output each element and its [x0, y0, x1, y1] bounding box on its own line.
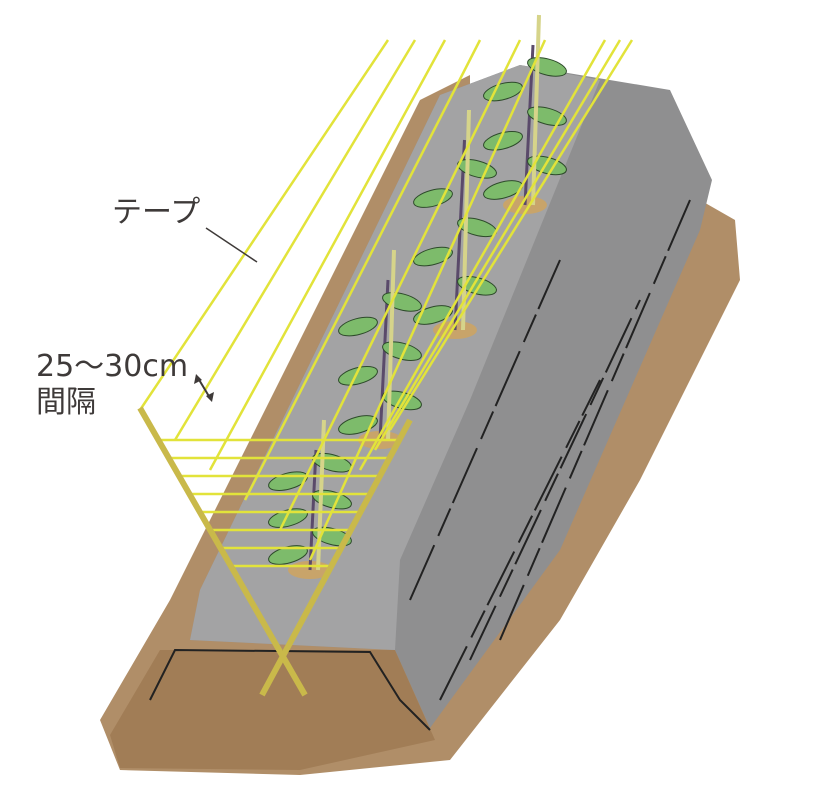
spacing-arrow-icon [194, 374, 214, 402]
leaf [338, 365, 378, 386]
spacing-word-label: 間隔 [36, 385, 96, 420]
tape-line [358, 39, 607, 471]
support-pole [531, 14, 541, 206]
support-pole [386, 249, 396, 441]
tape-line [208, 39, 447, 471]
leaf [413, 188, 453, 208]
leaf [338, 316, 378, 337]
tape-line [278, 39, 522, 531]
plant-stem [308, 449, 318, 571]
tape-line [388, 39, 634, 431]
leaf [413, 246, 453, 267]
tape-label: テープ [112, 195, 201, 230]
tape-line [373, 39, 622, 451]
tape-line [308, 39, 547, 561]
spacing-value-label: 25〜30cm [36, 349, 189, 384]
leaf [483, 130, 523, 151]
tape-line [173, 39, 417, 441]
plant-stem [378, 279, 390, 441]
tape-line [243, 39, 482, 501]
tape-lines [138, 39, 634, 568]
cross-stakes [137, 406, 413, 697]
tape-leader-line [205, 227, 258, 263]
tape-line [138, 39, 390, 411]
